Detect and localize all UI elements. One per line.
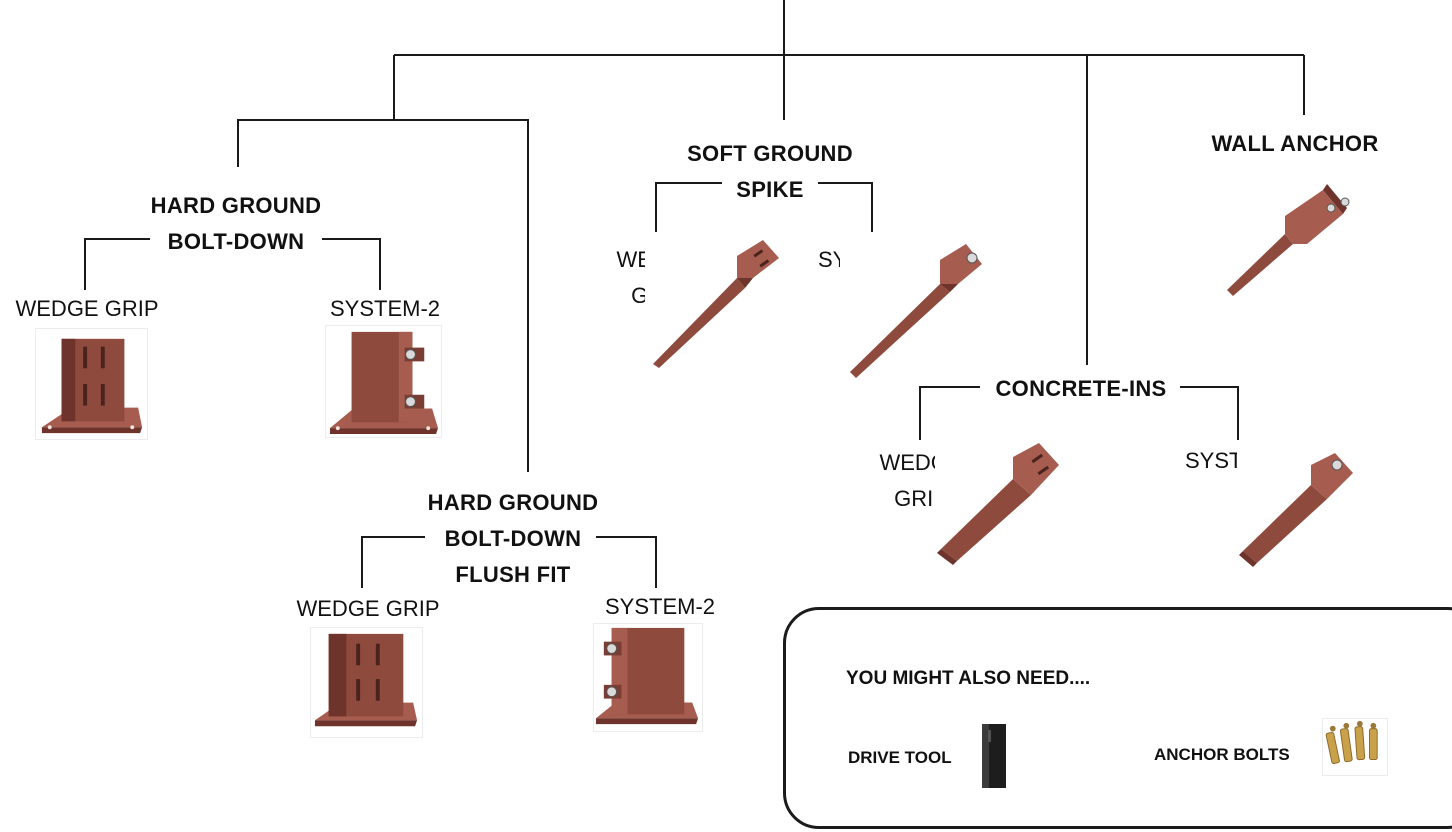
spike-wedge-grip-image: [645, 232, 787, 372]
anchor-bolts-image: [1322, 718, 1388, 776]
product-label-bolt-down-wedge-grip: WEDGE GRIP: [15, 298, 158, 320]
spike-split: [655, 182, 873, 235]
product-label-flush-system-2: SYSTEM-2: [605, 596, 715, 618]
category-line: SOFT GROUND: [687, 141, 853, 166]
category-line: FLUSH FIT: [455, 562, 571, 587]
also-need-panel: YOU MIGHT ALSO NEED.... DRIVE TOOL ANCHO…: [783, 607, 1452, 829]
bolt-down-split: [84, 238, 381, 290]
category-hard-ground-bolt-down: HARD GROUND BOLT-DOWN: [151, 195, 322, 253]
product-label-flush-wedge-grip: WEDGE GRIP: [296, 598, 439, 620]
hard-ground-branch: [237, 119, 529, 472]
category-soft-ground-spike: SOFT GROUND SPIKE: [687, 143, 853, 201]
drive-tool-label: DRIVE TOOL: [848, 748, 952, 767]
product-label-line: SYSTEM-2: [604, 594, 716, 619]
flush-wedge-grip-image: [310, 627, 423, 738]
bolt-down-system-2-image: [325, 325, 442, 438]
product-label-line: GRIP: [894, 486, 948, 511]
concrete-split: [919, 386, 1239, 440]
flush-system-2-image: [593, 623, 703, 732]
product-label-line: WEDGE GRIP: [15, 296, 159, 321]
flush-fit-split: [361, 536, 657, 588]
category-line: HARD GROUND: [427, 490, 599, 515]
category-line: CONCRETE-INS: [995, 376, 1167, 401]
product-label-line: SYSTEM-2: [329, 296, 441, 321]
main-branch: [393, 54, 1305, 365]
product-label-bolt-down-system-2: SYSTEM-2: [330, 298, 440, 320]
category-wall-anchor: WALL ANCHOR: [1211, 133, 1378, 155]
bolt-down-wedge-grip-image: [35, 328, 148, 440]
category-line: HARD GROUND: [150, 193, 322, 218]
category-hard-ground-flush-fit: HARD GROUND BOLT-DOWN FLUSH FIT: [428, 492, 599, 586]
spike-system-2-image: [840, 232, 996, 386]
category-line: BOLT-DOWN: [167, 229, 305, 254]
anchor-bolts-label: ANCHOR BOLTS: [1154, 745, 1290, 764]
concrete-wedge-grip-image: [935, 437, 1065, 565]
concrete-system-2-image: [1237, 447, 1362, 567]
category-concrete-ins: CONCRETE-INS: [995, 378, 1166, 400]
category-line: SPIKE: [736, 177, 804, 202]
category-line: BOLT-DOWN: [444, 526, 582, 551]
also-need-title: YOU MIGHT ALSO NEED....: [846, 668, 1091, 689]
drive-tool-image: [976, 720, 1012, 792]
product-label-line: WEDGE GRIP: [296, 596, 440, 621]
category-line: WALL ANCHOR: [1211, 131, 1379, 156]
wall-anchor-image: [1215, 172, 1363, 309]
